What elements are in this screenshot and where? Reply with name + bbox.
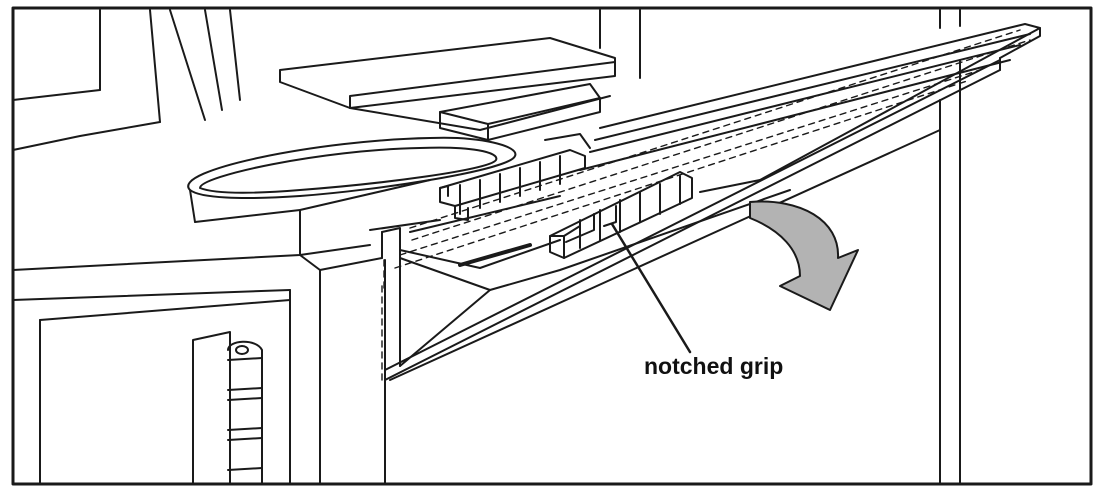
lower-grip-notches (549, 171, 693, 259)
open-direction-arrow (749, 200, 859, 311)
upper-tray (279, 37, 616, 141)
panel-top-edge (194, 179, 441, 259)
front-cover (384, 59, 1001, 381)
notched-grip-label: notched grip (644, 353, 784, 379)
figure-frame (11, 6, 1093, 486)
oval-recess (187, 136, 517, 223)
lower-door (384, 129, 941, 485)
callout-leader-line (610, 222, 692, 354)
hinge (192, 331, 263, 485)
cover-rail (579, 23, 1041, 193)
